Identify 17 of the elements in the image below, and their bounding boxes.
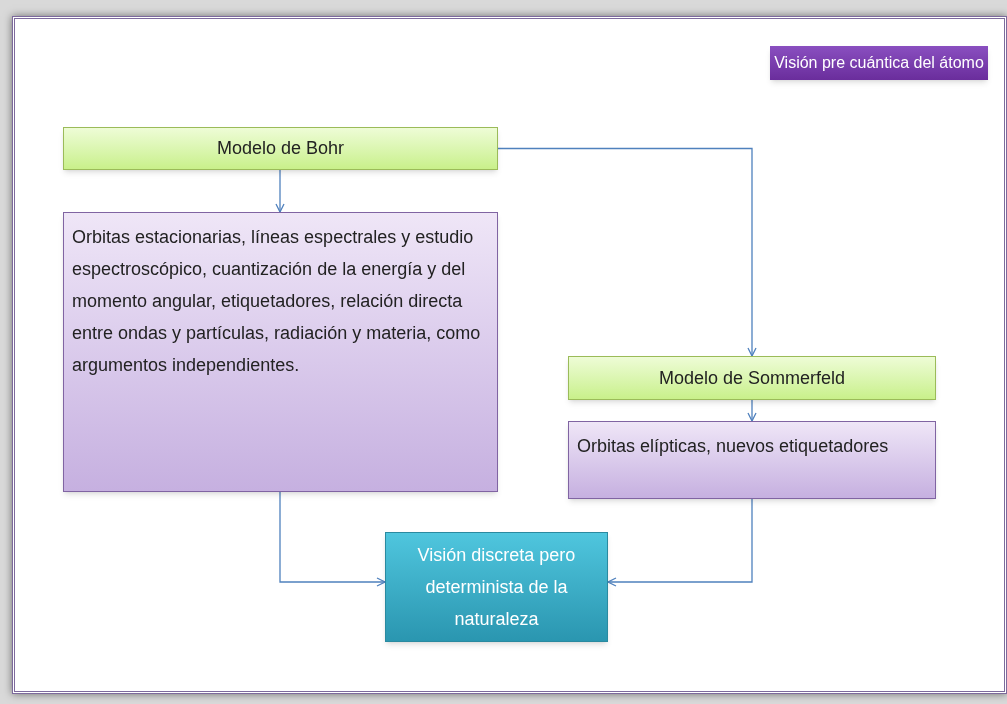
arrow <box>275 169 285 213</box>
arrow <box>607 498 753 587</box>
node-text: Visión discreta pero determinista de la naturaleza <box>416 544 577 631</box>
title-box <box>770 46 988 80</box>
node-text: Visión pre cuántica del átomo <box>774 53 984 73</box>
description-box <box>63 212 498 492</box>
arrow <box>747 399 757 422</box>
node-text: Orbitas elípticas, nuevos etiquetadores <box>577 435 890 458</box>
description-box <box>568 421 936 499</box>
node-text: Orbitas estacionarias, líneas espectrales y estudio espectroscópico, cuantización de la energía y del momento angular, etiquetadores, relación directa entre ondas y partículas, radiación y materia, como argumentos independientes. <box>72 226 482 377</box>
arrow <box>497 147 757 357</box>
arrow <box>279 491 386 587</box>
node-text: Modelo de Bohr <box>216 137 345 160</box>
model-box <box>63 127 498 170</box>
node-text: Modelo de Sommerfeld <box>658 366 846 390</box>
model-box <box>568 356 936 400</box>
result-box <box>385 532 608 642</box>
